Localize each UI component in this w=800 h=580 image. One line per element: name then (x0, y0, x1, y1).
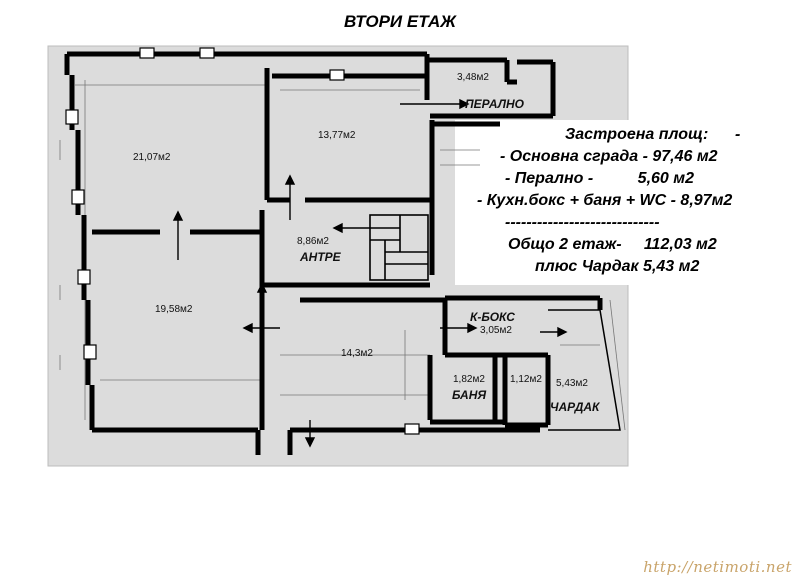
stairs (369, 214, 429, 281)
chardak-outline (548, 309, 621, 431)
summary-line: - Основна сграда - 97,46 м2 (500, 148, 718, 165)
walls (64, 51, 603, 455)
banya-label: БАНЯ (452, 388, 487, 402)
wc-area: 1,12м2 (510, 374, 542, 385)
summary-line: Общо 2 етаж- 112,03 м2 (508, 236, 717, 253)
summary-line: ----------------------------- (505, 214, 660, 231)
summary-line: Застроена площ: - (565, 126, 741, 143)
summary-line: - Перално - 5,60 м2 (505, 170, 694, 187)
antre-label: АНТРЕ (300, 250, 341, 264)
room-2-area: 13,77м2 (318, 130, 356, 141)
window-marks (65, 47, 420, 435)
room-5-area: 14,3м2 (341, 348, 373, 359)
perlano-label: ПЕРАЛНО (465, 97, 524, 111)
banya-area: 1,82м2 (453, 374, 485, 385)
watermark: http://netimoti.net (643, 558, 792, 576)
door-arrows (172, 98, 568, 448)
perlano-area: 3,48м2 (457, 72, 489, 83)
summary-background (455, 120, 800, 285)
area-summary: Застроена площ: - - Основна сграда - 97,… (455, 124, 795, 278)
summary-line: - Кухн.бокс + баня + WC - 8,97м2 (477, 192, 733, 209)
chardak-area: 5,43м2 (556, 378, 588, 389)
antre-area: 8,86м2 (297, 236, 329, 247)
room-1-area: 21,07м2 (133, 152, 171, 163)
room-4-area: 19,58м2 (155, 304, 193, 315)
summary-line: плюс Чардак 5,43 м2 (535, 258, 700, 275)
kboks-area: 3,05м2 (480, 325, 512, 336)
page-title: ВТОРИ ЕТАЖ (344, 12, 456, 31)
kboks-label: К-БОКС (470, 310, 515, 324)
chardak-label: ЧАРДАК (550, 400, 600, 414)
drafting-lines (59, 80, 626, 431)
